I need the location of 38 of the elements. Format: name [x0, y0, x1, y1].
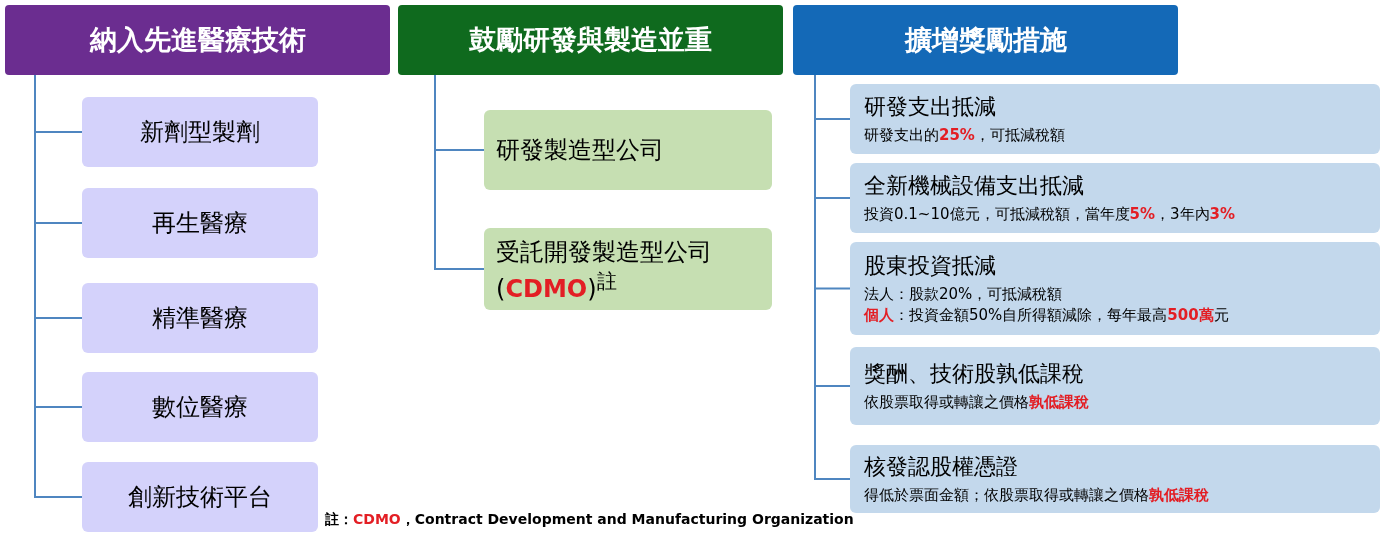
body-text: 法人：股款20%，可抵減稅額: [864, 284, 1064, 305]
category-header: [398, 5, 783, 75]
item-box: [484, 110, 772, 190]
category-header: [793, 5, 1178, 75]
incentive-card: [850, 163, 1380, 233]
body-text: 個人：投資金額50%自所得額減除，每年最高500萬元: [864, 305, 1230, 326]
label-text: 受託開發製造型公司(CDMO)$^{註}$: [496, 236, 713, 303]
label-text: 新劑型製劑: [140, 117, 260, 148]
incentive-card: [850, 347, 1380, 425]
item-box: [82, 283, 318, 353]
label-text: 數位醫療: [152, 392, 248, 423]
incentive-card: [850, 242, 1380, 335]
label-text: 創新技術平台: [128, 482, 272, 513]
body-text: 研發支出的25%，可抵減稅額: [864, 125, 1066, 146]
label-text: 研發製造型公司: [496, 135, 665, 166]
item-box: [82, 462, 318, 532]
connector-line: [434, 74, 485, 270]
item-box: [484, 228, 772, 310]
heading-text: 全新機械設備支出抵減: [864, 172, 1085, 200]
incentive-card: [850, 84, 1380, 154]
heading-text: 獎酬、技術股孰低課稅: [864, 360, 1085, 388]
item-box: [82, 372, 318, 442]
body-text: 依股票取得或轉讓之價格孰低課稅: [864, 392, 1090, 413]
footnote-text: 註：CDMO，Contract Development and Manufacturing Organization: [325, 511, 854, 529]
body-text: 投資0.1~10億元，可抵減稅額，當年度5%，3年內3%: [864, 204, 1236, 225]
label-text: 納入先進醫療技術: [89, 23, 306, 57]
label-text: 鼓勵研發與製造並重: [469, 23, 712, 57]
heading-text: 股東投資抵減: [864, 252, 997, 280]
label-text: 再生醫療: [152, 208, 248, 239]
heading-text: 核發認股權憑證: [864, 453, 1019, 481]
label-text: 精準醫療: [152, 303, 248, 334]
heading-text: 研發支出抵減: [864, 93, 997, 121]
item-box: [82, 97, 318, 167]
body-text: 得低於票面金額；依股票取得或轉讓之價格孰低課稅: [864, 485, 1210, 506]
item-box: [82, 188, 318, 258]
incentive-card: [850, 445, 1380, 513]
label-text: 擴增獎勵措施: [904, 23, 1067, 57]
category-header: [5, 5, 390, 75]
